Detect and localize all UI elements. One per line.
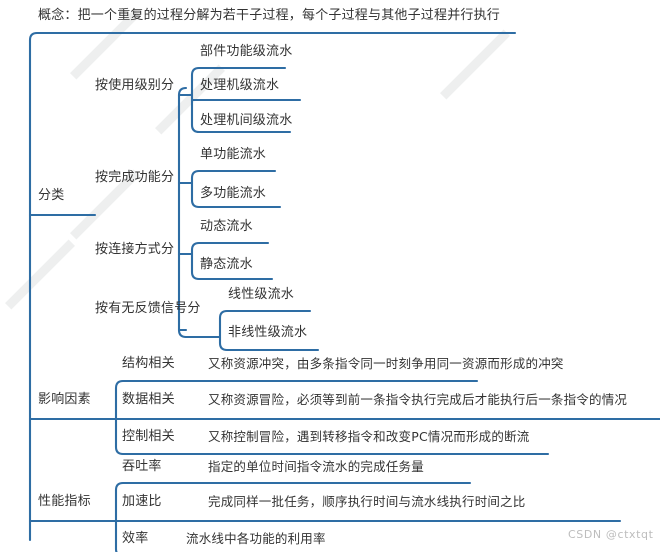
metric-term-throughput[interactable]: 吞吐率	[122, 459, 162, 474]
factor-term-control-hazard[interactable]: 控制相关	[122, 429, 175, 444]
leaf-label-processor-level-pipeline[interactable]: 处理机级流水	[200, 78, 280, 93]
metric-desc-speedup: 完成同样一批任务，顺序执行时间与流水线执行时间之比	[208, 494, 526, 509]
root-concept-label: 概念：把一个重复的过程分解为若干子过程，每个子过程与其他子过程并行执行	[38, 8, 501, 23]
factor-desc-structural-hazard: 又称资源冲突，由多条指令同一时刻争用同一资源而形成的冲突	[208, 356, 564, 371]
leaf-label-single-function-pipeline[interactable]: 单功能流水	[200, 147, 267, 162]
metric-desc-throughput: 指定的单位时间指令流水的完成任务量	[208, 459, 424, 474]
watermark-stripe	[439, 29, 511, 100]
factor-desc-data-hazard: 又称资源冒险，必须等到前一条指令执行完成后才能执行后一条指令的情况	[208, 392, 628, 407]
subbranch-label-by-feedback-signal[interactable]: 按有无反馈信号分	[95, 301, 201, 316]
branch-label-influencing-factors[interactable]: 影响因素	[38, 392, 91, 407]
metric-term-efficiency[interactable]: 效率	[122, 531, 149, 546]
subbranch-label-by-usage-level[interactable]: 按使用级别分	[95, 78, 175, 93]
factor-term-structural-hazard[interactable]: 结构相关	[122, 356, 175, 371]
leaf-label-nonlinear-pipeline[interactable]: 非线性级流水	[228, 325, 308, 340]
metric-term-speedup[interactable]: 加速比	[122, 494, 162, 509]
factor-desc-control-hazard: 又称控制冒险，遇到转移指令和改变PC情况而形成的断流	[208, 429, 530, 444]
factor-term-data-hazard[interactable]: 数据相关	[122, 392, 175, 407]
metric-desc-efficiency: 流水线中各功能的利用率	[186, 531, 326, 546]
leaf-label-linear-pipeline[interactable]: 线性级流水	[228, 287, 295, 302]
subbranch-label-by-connection-type[interactable]: 按连接方式分	[95, 242, 175, 257]
subbranch-label-by-function-completed[interactable]: 按完成功能分	[95, 170, 175, 185]
branch-label-performance-metrics[interactable]: 性能指标	[38, 494, 91, 509]
leaf-label-dynamic-pipeline[interactable]: 动态流水	[200, 219, 253, 234]
leaf-label-static-pipeline[interactable]: 静态流水	[200, 257, 253, 272]
leaf-label-inter-processor-pipeline[interactable]: 处理机间级流水	[200, 113, 293, 128]
leaf-label-component-function-pipeline[interactable]: 部件功能级流水	[200, 44, 293, 59]
watermark-stripe	[4, 239, 76, 310]
leaf-label-multi-function-pipeline[interactable]: 多功能流水	[200, 186, 267, 201]
branch-label-classification[interactable]: 分类	[38, 188, 65, 203]
csdn-watermark: CSDN @ctxtqt	[568, 528, 654, 541]
